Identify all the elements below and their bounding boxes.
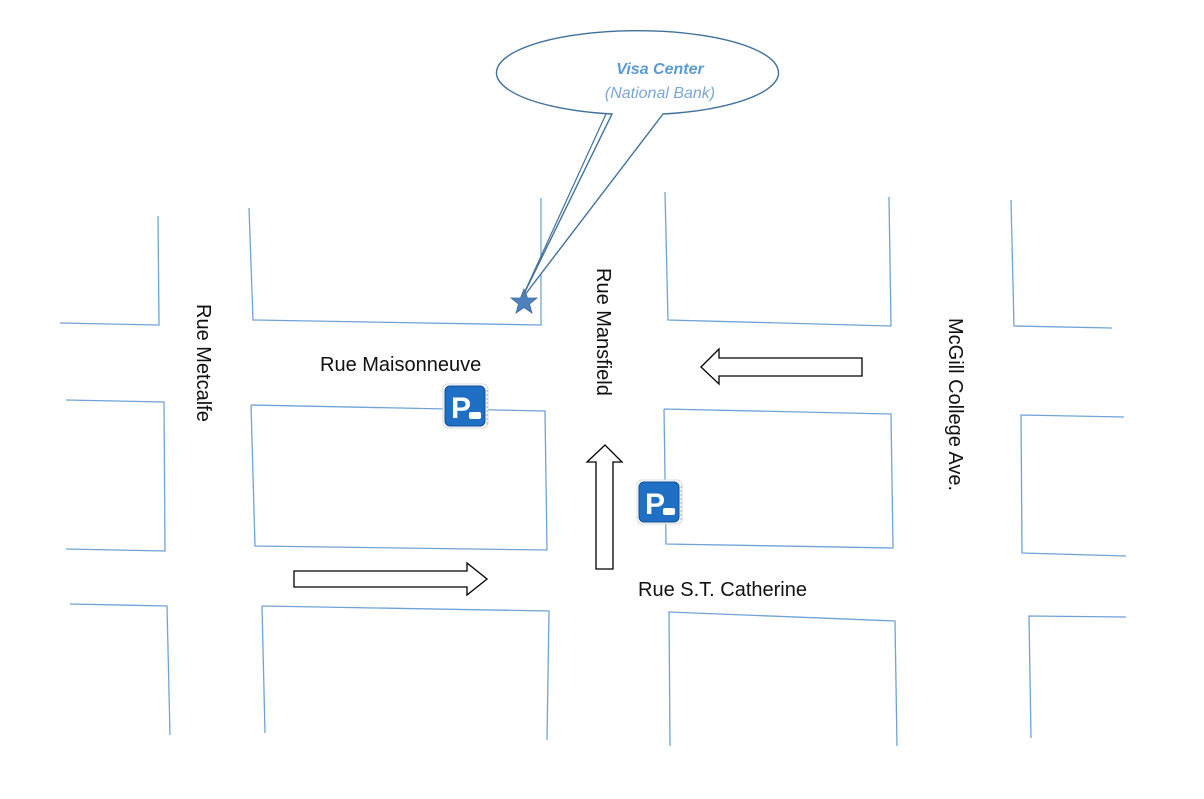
callout-title: Visa Center: [616, 61, 704, 78]
block-edge: [248, 198, 542, 326]
car-icon: [663, 508, 675, 515]
parking-icon: P: [645, 488, 665, 521]
street-label-rue-metcalfe: Rue Metcalfe: [192, 304, 214, 422]
arrow-north-icon: [585, 444, 624, 570]
parking-icon: P: [451, 392, 471, 425]
block-edge: [59, 215, 160, 326]
star-icon[interactable]: [509, 287, 539, 314]
callout-bubble: [495, 30, 780, 301]
block-edge: [1020, 414, 1127, 557]
block-edge: [65, 399, 166, 552]
block-edge: [261, 605, 266, 734]
block-edge: [261, 605, 550, 741]
street-label-rue-maisonneuve: Rue Maisonneuve: [320, 354, 481, 376]
parking-sign[interactable]: P: [442, 383, 489, 429]
callout-pointer-inner: [520, 113, 607, 301]
callout-subtitle: (National Bank): [605, 85, 715, 102]
arrow-east-icon: [293, 561, 489, 597]
block-edge: [668, 611, 898, 747]
block-edge: [250, 404, 548, 551]
street-label-mcgill-college: McGill College Ave.: [944, 318, 966, 491]
block-edge: [1010, 199, 1113, 329]
street-label-rue-mansfield: Rue Mansfield: [592, 268, 614, 396]
parking-sign[interactable]: P: [636, 479, 683, 525]
car-icon: [469, 412, 481, 419]
street-label-rue-st-catherine: Rue S.T. Catherine: [638, 579, 807, 601]
arrow-west-icon: [700, 347, 863, 386]
block-edge: [69, 603, 171, 736]
block-edge: [1028, 615, 1127, 739]
block-edge: [664, 191, 892, 327]
city-blocks: [59, 191, 1127, 747]
block-edge: [663, 408, 894, 549]
visa-center-callout[interactable]: Visa Center (National Bank): [495, 30, 780, 301]
